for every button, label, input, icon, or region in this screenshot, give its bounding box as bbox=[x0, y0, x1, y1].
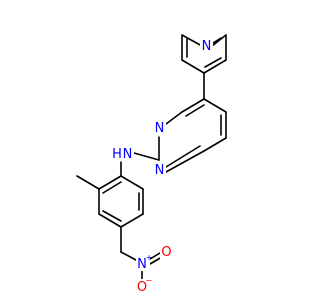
bond bbox=[185, 104, 205, 117]
bond bbox=[120, 251, 137, 261]
pyrimidine-n3-label: N bbox=[155, 163, 165, 178]
amine-nitrogen-label: N bbox=[123, 147, 133, 162]
bond bbox=[212, 37, 222, 44]
bond bbox=[165, 111, 183, 125]
label-bg bbox=[153, 162, 166, 177]
label-bg bbox=[136, 279, 149, 294]
bond bbox=[102, 181, 122, 194]
bond bbox=[211, 34, 227, 47]
pyrimidine-n1-label: N bbox=[155, 121, 165, 136]
bond bbox=[204, 57, 222, 68]
nitro-oxygen-double-label: O bbox=[161, 245, 171, 260]
label-bg bbox=[112, 146, 134, 161]
nitro-plus-charge: + bbox=[146, 253, 153, 262]
bond bbox=[203, 59, 227, 74]
amine-h-label: H bbox=[112, 147, 122, 162]
bond bbox=[165, 150, 205, 173]
bond bbox=[98, 175, 122, 190]
nitro-oxygen-minus-label: O bbox=[137, 280, 147, 295]
label-bg bbox=[136, 256, 150, 271]
atom-labels: N N N H N N + O O − bbox=[112, 38, 213, 295]
bond bbox=[120, 213, 144, 228]
label-bg bbox=[153, 120, 166, 135]
bond bbox=[203, 137, 227, 152]
nitro-nitrogen-label: N bbox=[137, 257, 147, 272]
bond bbox=[102, 210, 122, 222]
background bbox=[0, 0, 300, 300]
bond bbox=[149, 252, 161, 260]
label-bg bbox=[200, 38, 213, 53]
bond bbox=[203, 98, 227, 113]
label-bg bbox=[160, 244, 173, 259]
bond bbox=[181, 98, 205, 113]
pyridine-nitrogen-label: N bbox=[202, 39, 212, 54]
nitro-minus-charge: − bbox=[146, 276, 153, 285]
bond bbox=[181, 34, 203, 47]
bond bbox=[165, 145, 201, 168]
bond bbox=[133, 152, 160, 161]
bond bbox=[98, 213, 122, 228]
bond bbox=[120, 175, 144, 190]
chemical-structure: N N N H N N + O O − bbox=[0, 0, 300, 300]
bond bbox=[181, 59, 205, 74]
bond bbox=[76, 175, 100, 190]
